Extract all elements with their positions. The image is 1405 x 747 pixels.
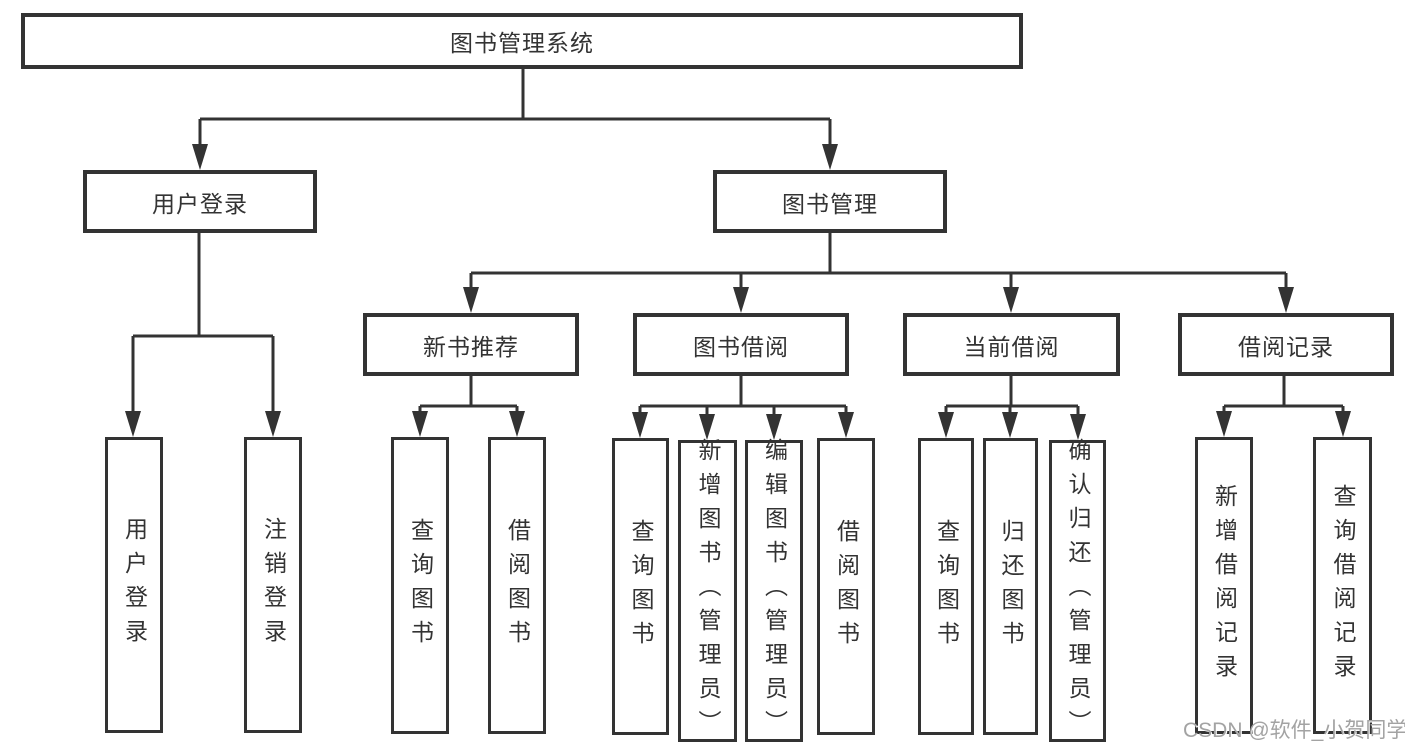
arrow-icon	[938, 412, 954, 438]
arrow-icon	[838, 412, 854, 438]
arrow-icon	[509, 411, 525, 437]
leaf-user-login-label: 用户登录	[121, 517, 148, 653]
arrow-icon	[1070, 414, 1086, 440]
leaf-logout-label: 注销登录	[260, 517, 287, 653]
leaf-newbook-borrow-label: 借阅图书	[504, 517, 531, 654]
node-book-borrow: 图书借阅	[633, 313, 849, 376]
leaf-query-borrow-record-label: 查询借阅记录	[1330, 483, 1356, 688]
arrow-icon	[733, 287, 749, 313]
node-current-borrow: 当前借阅	[903, 313, 1120, 376]
arrow-icon	[1335, 411, 1351, 437]
watermark: CSDN @软件_小贺同学	[1183, 719, 1405, 742]
arrow-icon	[699, 414, 715, 440]
leaf-borrow-query-label: 查询图书	[628, 518, 654, 655]
leaf-current-query-label: 查询图书	[933, 518, 960, 655]
leaf-return-book: 归还图书	[983, 438, 1038, 735]
leaf-add-book-admin-label: 新增图书（管理员）	[695, 438, 721, 744]
leaf-add-borrow-record: 新增借阅记录	[1195, 437, 1253, 734]
leaf-return-book-label: 归还图书	[998, 518, 1024, 655]
node-new-book-recommend-label: 新书推荐	[423, 333, 519, 360]
leaf-newbook-query-label: 查询图书	[407, 517, 434, 654]
arrow-icon	[632, 412, 648, 438]
leaf-newbook-query: 查询图书	[391, 437, 449, 734]
leaf-add-borrow-record-label: 新增借阅记录	[1211, 483, 1238, 688]
leaf-borrow-query: 查询图书	[612, 438, 669, 735]
node-root-label: 图书管理系统	[450, 30, 594, 56]
node-borrow-record: 借阅记录	[1178, 313, 1394, 376]
leaf-confirm-return-admin-label: 确认归还（管理员）	[1065, 438, 1091, 744]
node-book-management: 图书管理	[713, 170, 947, 233]
leaf-current-query: 查询图书	[918, 438, 974, 735]
node-borrow-record-label: 借阅记录	[1238, 333, 1334, 360]
arrow-icon	[822, 144, 838, 170]
node-user-login: 用户登录	[83, 170, 317, 233]
node-new-book-recommend: 新书推荐	[363, 313, 579, 376]
arrow-icon	[192, 144, 208, 170]
leaf-newbook-borrow: 借阅图书	[488, 437, 546, 734]
node-root: 图书管理系统	[21, 13, 1023, 69]
node-current-borrow-label: 当前借阅	[963, 333, 1060, 360]
node-book-management-label: 图书管理	[782, 190, 878, 217]
leaf-user-login: 用户登录	[105, 437, 163, 733]
leaf-borrow-book: 借阅图书	[817, 438, 875, 735]
arrow-icon	[1002, 412, 1018, 438]
arrow-icon	[1003, 287, 1019, 313]
leaf-add-book-admin: 新增图书（管理员）	[678, 438, 737, 744]
node-book-borrow-label: 图书借阅	[693, 333, 789, 360]
leaf-confirm-return-admin: 确认归还（管理员）	[1049, 438, 1106, 744]
arrow-icon	[463, 287, 479, 313]
arrow-icon	[125, 411, 141, 437]
arrow-icon	[1216, 411, 1232, 437]
arrow-icon	[412, 411, 428, 437]
arrow-icon	[1278, 287, 1294, 313]
node-user-login-label: 用户登录	[152, 190, 248, 217]
arrow-icon	[265, 411, 281, 437]
leaf-edit-book-admin-label: 编辑图书（管理员）	[761, 438, 788, 744]
leaf-logout: 注销登录	[244, 437, 302, 733]
leaf-borrow-book-label: 借阅图书	[833, 518, 860, 655]
arrow-icon	[766, 414, 782, 440]
leaf-edit-book-admin: 编辑图书（管理员）	[745, 438, 803, 744]
leaf-query-borrow-record: 查询借阅记录	[1313, 437, 1372, 734]
